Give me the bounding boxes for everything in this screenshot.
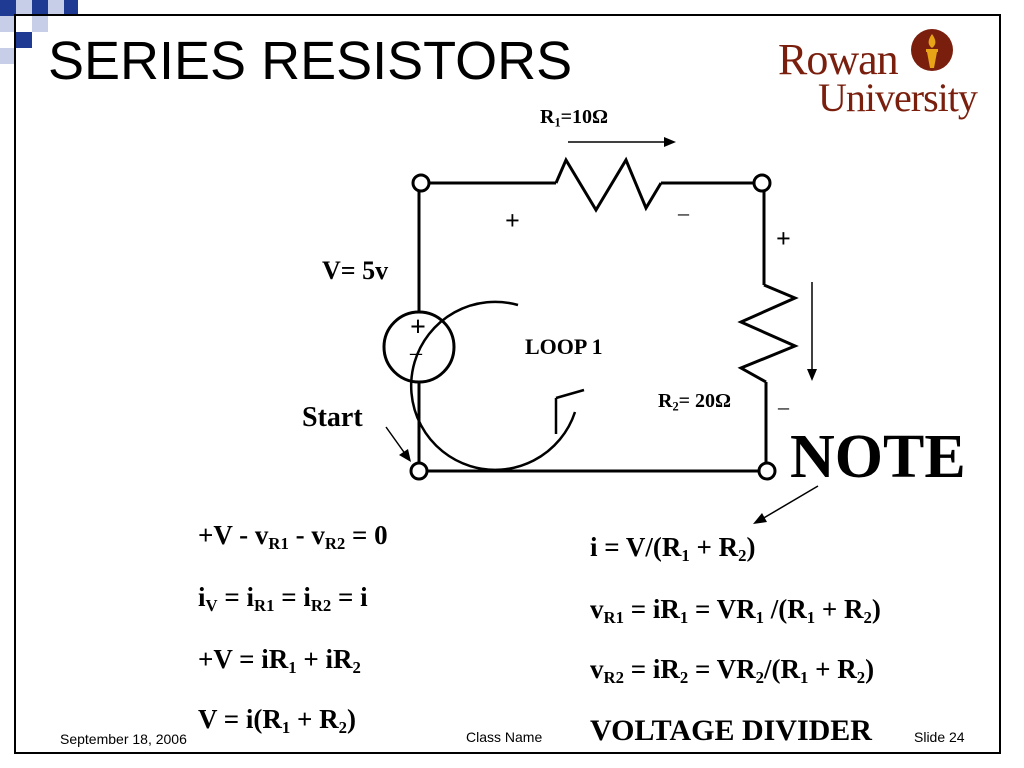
source-plus-sign: +: [410, 312, 426, 343]
right-equation-1: i = V/(R1 + R2): [590, 532, 756, 566]
corner-square: [32, 0, 48, 16]
r2-minus-sign: –: [778, 394, 789, 419]
node-top-right: [752, 173, 772, 193]
r2-plus-sign: +: [776, 224, 791, 253]
footer-class-name: Class Name: [466, 729, 543, 745]
logo-text-university: University: [818, 75, 978, 120]
resistor-r1: [554, 156, 663, 213]
loop-label: LOOP 1: [525, 334, 603, 359]
node-bottom-right: [757, 461, 777, 481]
left-equation-3: +V = iR1 + iR2: [198, 644, 361, 678]
voltage-label: V= 5v: [322, 256, 389, 285]
r2-current-arrow: [807, 282, 817, 381]
corner-square: [64, 0, 78, 14]
start-label: Start: [302, 402, 363, 433]
left-equation-4: V = i(R1 + R2): [198, 704, 357, 738]
start-pointer-arrow: [385, 426, 411, 462]
r2-label: R2= 20Ω: [658, 390, 732, 414]
corner-square: [16, 32, 32, 48]
source-minus-sign: –: [410, 340, 422, 366]
left-equation-1: +V - vR1 - vR2 = 0: [198, 520, 388, 554]
note-pointer-arrow: [753, 485, 819, 524]
corner-square: [0, 0, 16, 16]
node-top-left: [411, 173, 431, 193]
corner-square: [0, 16, 16, 32]
right-equation-3: vR2 = iR2 = VR2/(R1 + R2): [590, 654, 875, 688]
corner-square: [0, 48, 16, 64]
slide-frame: [14, 14, 1001, 754]
left-equation-2: iV = iR1 = iR2 = i: [198, 582, 368, 616]
node-bottom-left: [409, 461, 429, 481]
slide-title: SERIES RESISTORS: [48, 31, 573, 91]
voltage-source: [382, 310, 456, 384]
r1-current-arrow: [568, 137, 676, 147]
torch-icon: [911, 29, 953, 71]
logo-text-rowan: Rowan: [778, 35, 899, 84]
corner-square: [48, 0, 64, 16]
loop-arrow: [409, 300, 585, 472]
right-equation-2: vR1 = iR1 = VR1 /(R1 + R2): [590, 594, 881, 628]
corner-square: [32, 16, 48, 32]
footer-slide-number: Slide 24: [914, 729, 965, 745]
r1-minus-sign: –: [678, 200, 689, 225]
voltage-divider-label: VOLTAGE DIVIDER: [590, 714, 872, 747]
r1-label: R1=10Ω: [540, 106, 609, 130]
resistor-r2: [737, 283, 799, 384]
footer-date: September 18, 2006: [60, 731, 187, 747]
r1-plus-sign: +: [505, 206, 520, 235]
rowan-university-logo: Rowan University: [778, 28, 988, 120]
note-label: NOTE: [790, 423, 966, 491]
corner-square: [16, 0, 32, 16]
